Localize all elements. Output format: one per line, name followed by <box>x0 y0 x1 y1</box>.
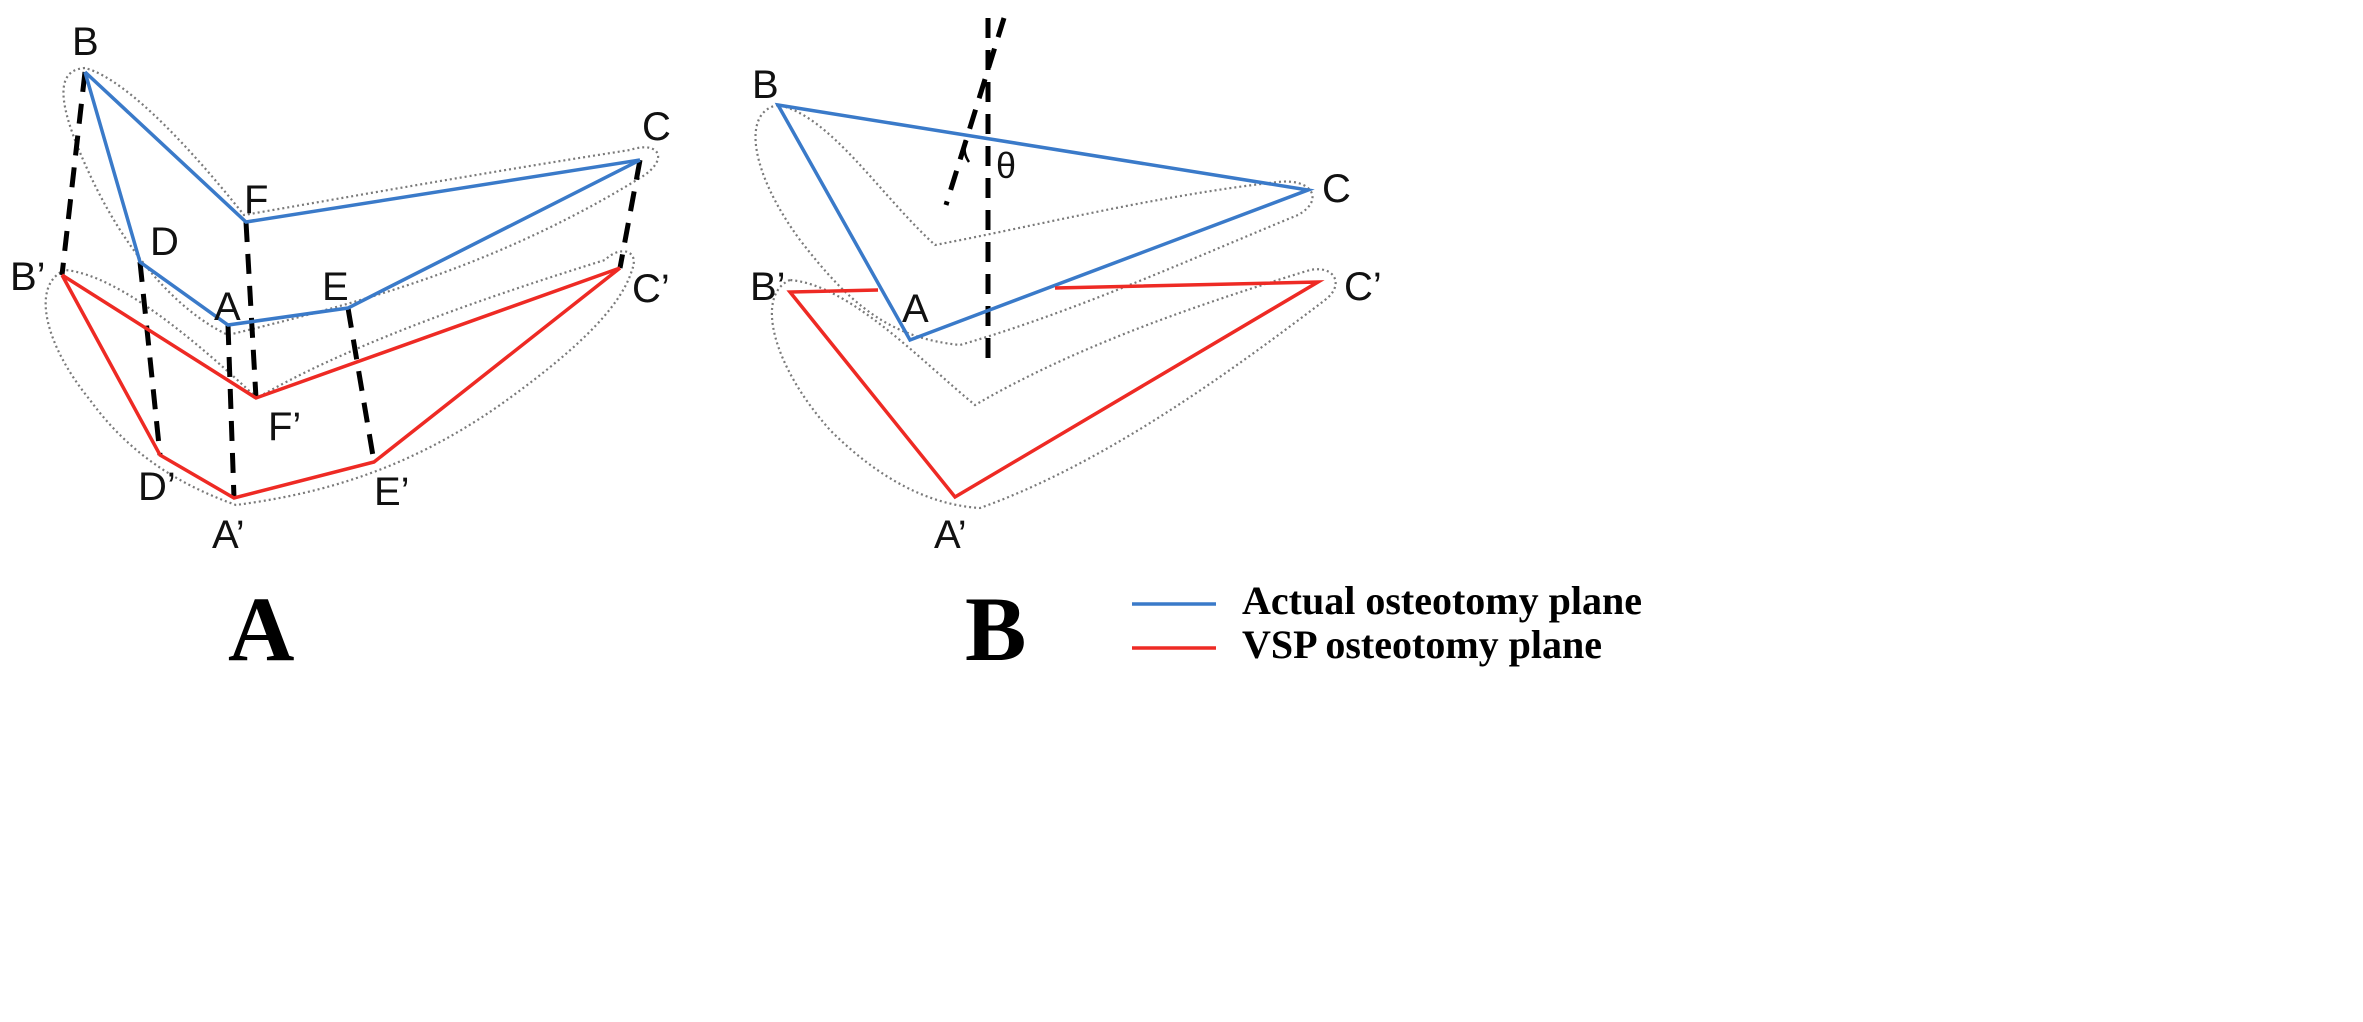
panel-a-dash-c-cprime <box>617 159 643 269</box>
panel-a-label-d: D <box>150 220 179 264</box>
panel-a-label-c: C <box>642 105 671 149</box>
panel-b-angle-arc <box>963 139 971 163</box>
panel-b-label-cprime: C’ <box>1344 265 1382 309</box>
panel-a-dash-f-fprime <box>243 221 259 399</box>
panel-a-label-fprime: F’ <box>268 405 301 449</box>
panel-b-vsp-mandible-outline <box>770 268 1337 510</box>
panel-a-vsp-plane-inner <box>60 266 622 500</box>
panel-b-label-c: C <box>1322 167 1351 211</box>
panel-a: B C D F A E B’ C’ F’ D’ A’ E’ A <box>10 20 671 680</box>
panel-a-dash-d-dprime <box>137 261 163 456</box>
panel-b-actual-plane <box>774 102 1315 343</box>
panel-a-label-cprime: C’ <box>632 267 670 311</box>
panel-b-actual-mandible-outline <box>754 103 1314 347</box>
legend-label-vsp: VSP osteotomy plane <box>1242 622 1602 667</box>
panel-a-label-f: F <box>244 178 268 222</box>
legend: Actual osteotomy plane VSP osteotomy pla… <box>1132 578 1642 667</box>
legend-item-actual: Actual osteotomy plane <box>1132 578 1642 623</box>
panel-a-dash-b-bprime <box>59 71 88 276</box>
panel-b-title: B <box>965 578 1026 680</box>
panel-b-tilted-reference-line <box>943 17 1007 206</box>
panel-a-title: A <box>228 578 294 680</box>
panel-a-dash-e-eprime <box>345 307 377 463</box>
panel-a-label-aprime: A’ <box>212 513 245 557</box>
panel-b-label-aprime: A’ <box>934 513 967 557</box>
panel-a-dash-a-aprime <box>225 324 237 499</box>
legend-label-actual: Actual osteotomy plane <box>1242 578 1642 623</box>
panel-a-label-dprime: D’ <box>138 465 176 509</box>
panel-a-actual-mandible-outline <box>62 66 660 337</box>
panel-a-label-bprime: B’ <box>10 255 46 299</box>
panel-b-label-b: B <box>752 63 779 107</box>
panel-a-actual-plane-outer <box>83 70 641 224</box>
panel-a-vsp-plane-outer <box>61 266 621 400</box>
panel-a-label-a: A <box>214 285 241 329</box>
panel-b-angle-symbol: θ <box>996 145 1016 186</box>
panel-a-label-e: E <box>322 265 349 309</box>
panel-a-label-eprime: E’ <box>374 470 410 514</box>
panel-b-label-bprime: B’ <box>750 265 786 309</box>
panel-b-label-a: A <box>902 287 929 331</box>
panel-a-label-b: B <box>72 20 99 64</box>
panel-a-actual-plane-inner <box>83 71 641 327</box>
legend-item-vsp: VSP osteotomy plane <box>1132 622 1602 667</box>
panel-b-vsp-plane-visible <box>786 280 1325 500</box>
panel-b: θ B C A B’ C’ A’ B <box>750 17 1382 680</box>
